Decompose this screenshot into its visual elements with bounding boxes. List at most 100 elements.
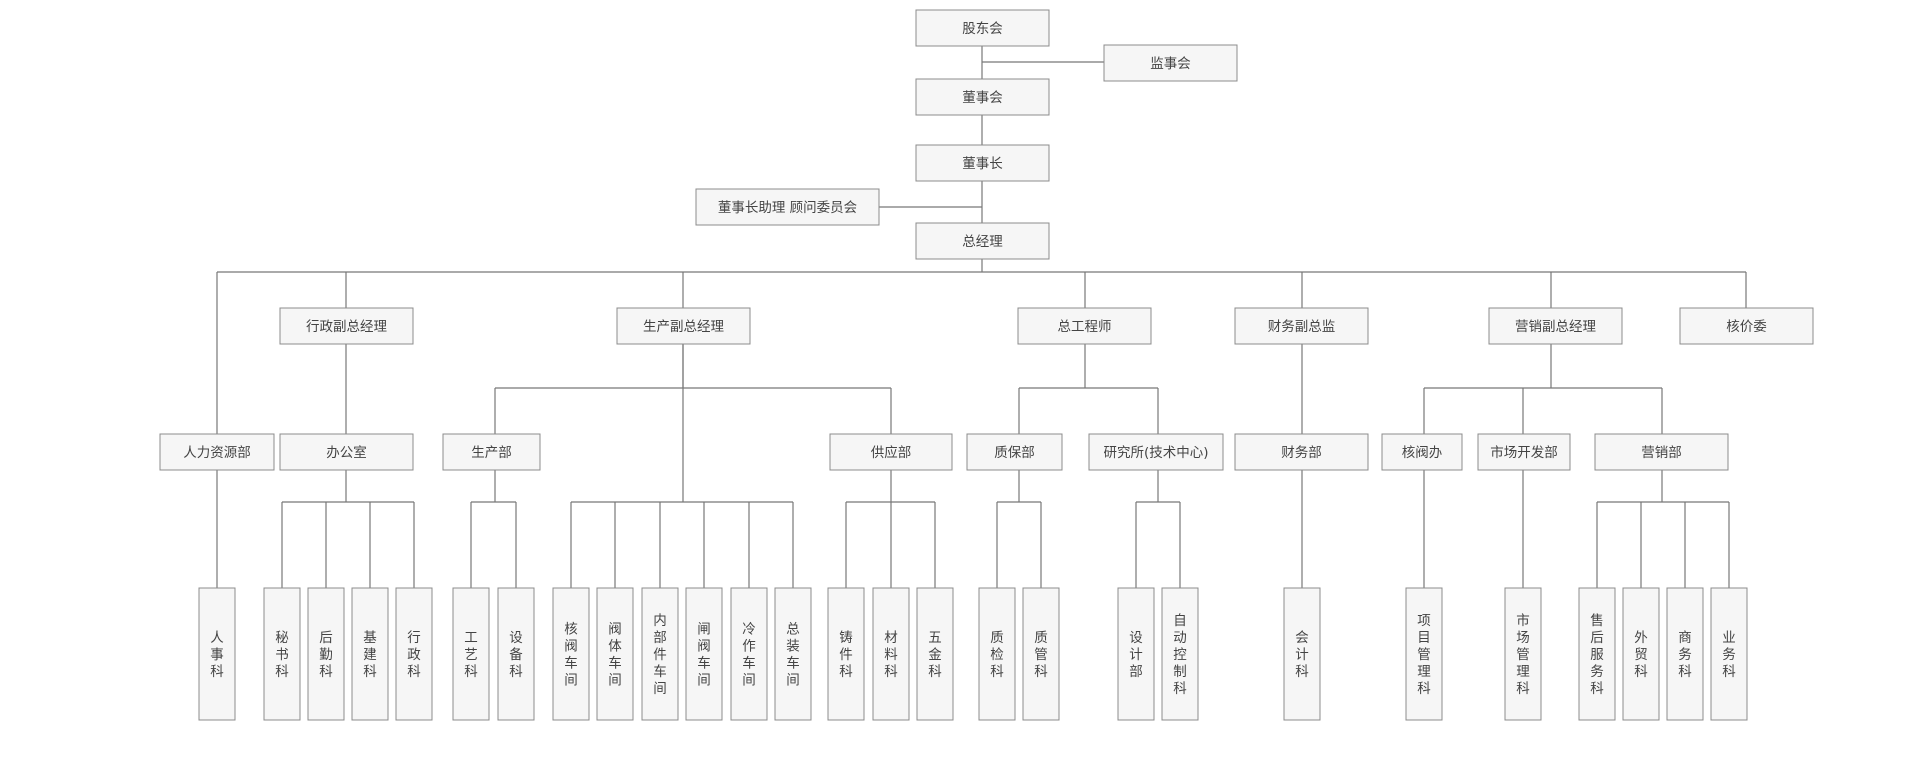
node-shangwuke: 商务科 bbox=[1666, 587, 1704, 721]
node-shengchan_vp: 生产副总经理 bbox=[616, 307, 751, 345]
node-jijianke: 基建科 bbox=[351, 587, 389, 721]
node-label: 内部件车间 bbox=[653, 613, 667, 697]
node-xingzhengke: 行政科 bbox=[395, 587, 433, 721]
node-lengzuochejian: 冷作车间 bbox=[730, 587, 768, 721]
node-houqinke: 后勤科 bbox=[307, 587, 345, 721]
node-label: 商务科 bbox=[1678, 630, 1692, 680]
node-yingxiao_vp: 营销副总经理 bbox=[1488, 307, 1623, 345]
node-shejibu: 设计部 bbox=[1117, 587, 1155, 721]
node-label: 核阀办 bbox=[1402, 445, 1443, 461]
node-caiwu_vp: 财务副总监 bbox=[1234, 307, 1369, 345]
node-yanjiusuo: 研究所(技术中心) bbox=[1088, 433, 1224, 471]
node-hefachejian: 核阀车间 bbox=[552, 587, 590, 721]
node-label: 外贸科 bbox=[1634, 630, 1648, 680]
node-label: 财务部 bbox=[1281, 445, 1322, 461]
node-shichangguanli: 市场管理科 bbox=[1504, 587, 1542, 721]
node-label: 五金科 bbox=[928, 630, 942, 680]
node-zhujianke: 铸件科 bbox=[827, 587, 865, 721]
node-bangongshi: 办公室 bbox=[279, 433, 414, 471]
node-label: 铸件科 bbox=[839, 630, 853, 680]
node-waimaoke: 外贸科 bbox=[1622, 587, 1660, 721]
node-cailiaoke: 材料科 bbox=[872, 587, 910, 721]
node-label: 售后服务科 bbox=[1590, 613, 1604, 697]
node-label: 质保部 bbox=[994, 445, 1035, 461]
node-label: 设计部 bbox=[1129, 630, 1143, 680]
node-zongzhuangchejian: 总装车间 bbox=[774, 587, 812, 721]
node-label: 市场开发部 bbox=[1490, 444, 1558, 461]
node-dongshihui: 董事会 bbox=[915, 78, 1050, 116]
node-label: 市场管理科 bbox=[1516, 612, 1530, 697]
node-label: 行政副总经理 bbox=[306, 319, 387, 335]
node-kuaijike: 会计科 bbox=[1283, 587, 1321, 721]
node-fatichejian: 阀体车间 bbox=[596, 587, 634, 721]
node-label: 总经理 bbox=[962, 234, 1003, 250]
node-label: 阀体车间 bbox=[608, 622, 622, 689]
node-shebeike: 设备科 bbox=[497, 587, 535, 721]
node-neibujian: 内部件车间 bbox=[641, 587, 679, 721]
node-label: 行政科 bbox=[407, 630, 421, 680]
node-label: 办公室 bbox=[326, 444, 367, 461]
node-xingzheng_vp: 行政副总经理 bbox=[279, 307, 414, 345]
node-dongshizhang: 董事长 bbox=[915, 144, 1050, 182]
node-label: 自动控制科 bbox=[1173, 613, 1187, 697]
node-jianshihui: 监事会 bbox=[1103, 44, 1238, 82]
node-label: 业务科 bbox=[1722, 630, 1736, 680]
node-zhafachejian: 闸阀车间 bbox=[685, 587, 723, 721]
node-label: 股东会 bbox=[962, 21, 1003, 37]
node-label: 闸阀车间 bbox=[697, 622, 711, 689]
node-label: 董事会 bbox=[962, 90, 1003, 106]
node-zhijianke: 质检科 bbox=[978, 587, 1016, 721]
node-label: 质管科 bbox=[1034, 630, 1048, 680]
node-shichangkaifa: 市场开发部 bbox=[1477, 433, 1571, 471]
node-label: 财务副总监 bbox=[1268, 319, 1336, 335]
node-label: 秘书科 bbox=[275, 630, 289, 680]
node-zongjingli: 总经理 bbox=[915, 222, 1050, 260]
node-label: 总工程师 bbox=[1058, 319, 1112, 335]
node-zhiguanke: 质管科 bbox=[1022, 587, 1060, 721]
node-label: 基建科 bbox=[363, 629, 377, 680]
node-label: 后勤科 bbox=[319, 630, 333, 680]
node-yingxiaobu: 营销部 bbox=[1594, 433, 1729, 471]
node-gudonghui: 股东会 bbox=[915, 9, 1050, 47]
node-label: 核阀车间 bbox=[564, 622, 578, 689]
node-shouhoufuwu: 售后服务科 bbox=[1578, 587, 1616, 721]
node-label: 工艺科 bbox=[464, 630, 478, 680]
node-label: 生产部 bbox=[471, 445, 512, 461]
node-zhibaobu: 质保部 bbox=[966, 433, 1063, 471]
node-label: 监事会 bbox=[1150, 56, 1191, 72]
node-label: 核价委 bbox=[1726, 319, 1767, 335]
node-label: 质检科 bbox=[990, 630, 1004, 680]
node-renli: 人力资源部 bbox=[159, 433, 275, 471]
node-mishuke: 秘书科 bbox=[263, 587, 301, 721]
node-zhuli: 董事长助理 顾问委员会 bbox=[695, 188, 880, 226]
node-wujinke: 五金科 bbox=[916, 587, 954, 721]
node-label: 材料科 bbox=[884, 630, 898, 680]
node-yewuke: 业务科 bbox=[1710, 587, 1748, 721]
node-renshike: 人事科 bbox=[198, 587, 236, 721]
connector-lines bbox=[216, 46, 1747, 588]
node-label: 供应部 bbox=[871, 444, 912, 461]
node-label: 生产副总经理 bbox=[643, 319, 724, 335]
node-label: 会计科 bbox=[1295, 630, 1309, 680]
node-hejiawei: 核价委 bbox=[1679, 307, 1814, 345]
node-label: 董事长助理 顾问委员会 bbox=[718, 200, 857, 216]
node-gongyingbu: 供应部 bbox=[829, 433, 953, 471]
node-label: 项目管理科 bbox=[1417, 613, 1431, 697]
node-label: 总装车间 bbox=[786, 622, 800, 689]
node-label: 营销副总经理 bbox=[1515, 319, 1596, 335]
node-zidongkongzhi: 自动控制科 bbox=[1161, 587, 1199, 721]
node-caiwubu: 财务部 bbox=[1234, 433, 1369, 471]
node-label: 设备科 bbox=[509, 630, 523, 680]
node-xiangmuguanli: 项目管理科 bbox=[1405, 587, 1443, 721]
node-label: 冷作车间 bbox=[742, 622, 756, 689]
node-label: 人事科 bbox=[210, 630, 224, 680]
node-zonggongchengshi: 总工程师 bbox=[1017, 307, 1152, 345]
node-label: 研究所(技术中心) bbox=[1103, 445, 1208, 461]
node-label: 人力资源部 bbox=[183, 445, 251, 461]
node-hefaban: 核阀办 bbox=[1381, 433, 1463, 471]
node-gongyike: 工艺科 bbox=[452, 587, 490, 721]
node-shengchanbu: 生产部 bbox=[442, 433, 541, 471]
node-label: 营销部 bbox=[1641, 445, 1682, 461]
